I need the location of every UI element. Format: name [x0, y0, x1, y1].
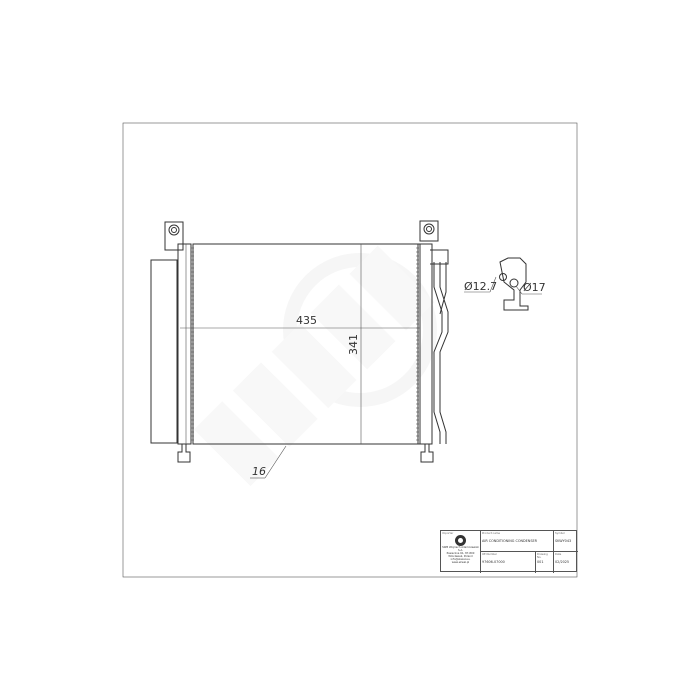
width-dimension: 435 — [296, 314, 317, 327]
thickness-dimension: 16 — [252, 465, 266, 478]
outlet-diameter: Ø17 — [523, 281, 546, 294]
thickness-leader — [264, 445, 287, 479]
importer-line: Pasieczna 61, 87-800 Włocławek, Poland — [446, 552, 475, 559]
importer-cell: Importer SWB Wojciech Adamczewski S.A. P… — [441, 531, 481, 573]
date-label: Date — [555, 552, 562, 556]
drawing-frame — [122, 122, 578, 578]
symbol: SKWY043 — [555, 538, 572, 543]
inlet-diameter: Ø12.7 — [464, 280, 497, 293]
date: 02/2025 — [555, 559, 570, 564]
importer-line: SWB Wojciech Adamczewski S.A. — [442, 546, 479, 553]
oe-number-cell: OE Number 97606-07000 — [481, 552, 536, 573]
outlet-leader — [515, 285, 523, 295]
product-name-label: Product name — [482, 531, 501, 535]
symbol-label: Symbol — [555, 531, 565, 535]
date-cell: Date 02/2025 — [554, 552, 578, 573]
importer-line: info@skwal.eu, www.skwal.pl — [450, 557, 471, 564]
product-name: AIR CONDITIONING CONDENSER — [482, 538, 537, 543]
title-block: Importer SWB Wojciech Adamczewski S.A. P… — [440, 530, 578, 573]
oe-number-label: OE Number — [482, 552, 497, 556]
receiver-dryer — [150, 259, 178, 444]
importer-logo — [455, 535, 466, 547]
drawing-number: 001 — [537, 559, 544, 564]
oe-number: 97606-07000 — [482, 559, 505, 564]
importer-label: Importer — [442, 531, 454, 535]
product-name-cell: Product name AIR CONDITIONING CONDENSER — [481, 531, 554, 552]
watermark-logo — [193, 245, 437, 487]
connection-bracket-detail — [499, 257, 529, 311]
height-dimension: 341 — [347, 334, 360, 355]
inlet-leader — [489, 276, 497, 293]
symbol-cell: Symbol SKWY043 — [554, 531, 578, 552]
left-header-tank — [164, 221, 192, 463]
refrigerant-pipes — [430, 249, 449, 444]
drawing-number-label: Drawing No. — [537, 552, 548, 559]
drawing-number-cell: Drawing No. 001 — [536, 552, 554, 573]
